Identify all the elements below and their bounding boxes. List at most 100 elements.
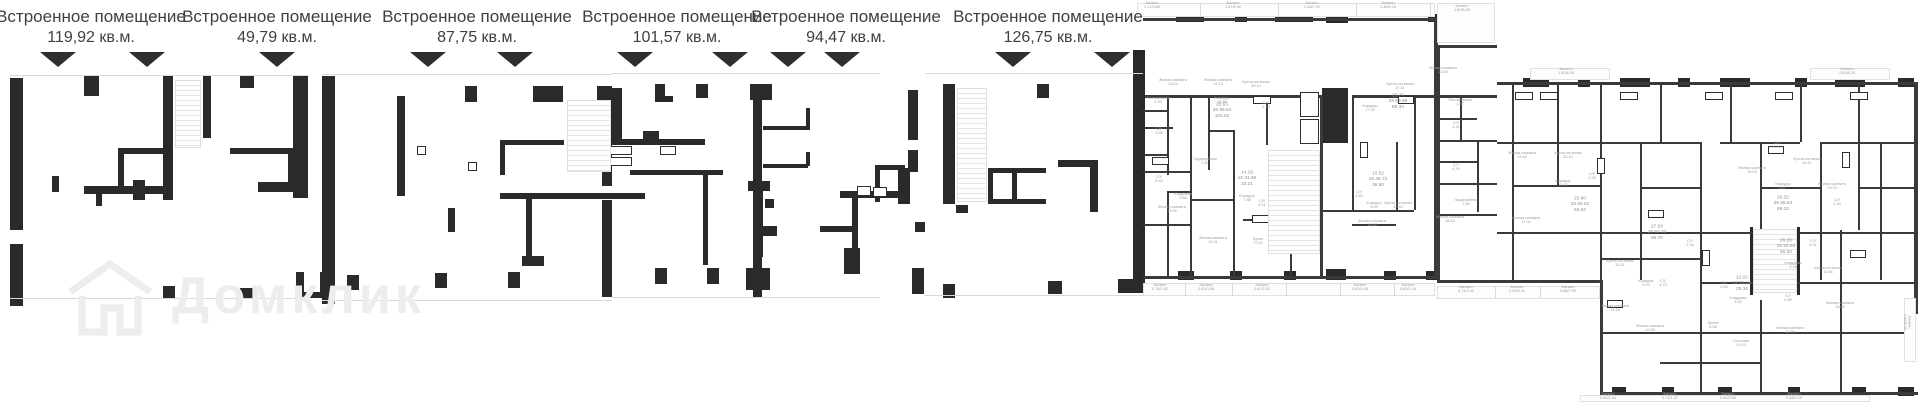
premise-marker-icon[interactable] bbox=[712, 52, 748, 67]
premise-marker-icon[interactable] bbox=[770, 52, 806, 67]
guide-line bbox=[612, 297, 880, 298]
wall-segment bbox=[1612, 387, 1626, 396]
premise-marker-icon[interactable] bbox=[617, 52, 653, 67]
wall-segment bbox=[230, 148, 296, 154]
partition-wall bbox=[1143, 127, 1173, 129]
wall-segment bbox=[522, 256, 544, 266]
partition-wall bbox=[1477, 142, 1479, 212]
premise-title: Встроенное помещение bbox=[582, 7, 772, 26]
premise-marker-icon[interactable] bbox=[995, 52, 1031, 67]
partition-wall bbox=[1720, 142, 1800, 144]
fixture-box bbox=[1768, 146, 1784, 154]
wall-segment bbox=[118, 148, 124, 192]
stairs-hatch bbox=[175, 80, 201, 148]
partition-wall bbox=[1760, 142, 1762, 230]
wall-segment bbox=[1718, 387, 1732, 396]
partition-wall bbox=[1460, 95, 1462, 140]
partition-wall bbox=[1437, 214, 1497, 216]
guide-line bbox=[10, 298, 308, 299]
wall-segment bbox=[763, 164, 808, 168]
partition-wall bbox=[1396, 142, 1398, 210]
premise-marker-icon[interactable] bbox=[129, 52, 165, 67]
wall-segment bbox=[1178, 271, 1194, 280]
partition-wall bbox=[1497, 142, 1600, 144]
wall-segment bbox=[347, 275, 359, 290]
premise-marker-icon[interactable] bbox=[824, 52, 860, 67]
wall-segment bbox=[765, 199, 774, 208]
wall-segment bbox=[500, 193, 645, 199]
wall-segment bbox=[465, 86, 477, 102]
premise-area: 87,75 кв.м. bbox=[437, 28, 517, 46]
guide-line bbox=[1200, 3, 1201, 17]
partition-wall bbox=[1143, 110, 1169, 112]
wall-segment bbox=[293, 76, 308, 198]
guide-line bbox=[1185, 283, 1186, 296]
balcony-outline bbox=[1437, 286, 1600, 299]
partition-wall bbox=[1512, 85, 1514, 280]
guide-line bbox=[925, 73, 1143, 74]
guide-line bbox=[322, 74, 612, 75]
partition-wall bbox=[1730, 85, 1732, 142]
guide-line bbox=[1340, 283, 1341, 296]
guide-line bbox=[612, 73, 880, 74]
fixture-box bbox=[1775, 92, 1793, 100]
fixture-box bbox=[610, 146, 632, 155]
wall-segment bbox=[118, 148, 168, 154]
wall-segment bbox=[1118, 279, 1133, 293]
wall-segment bbox=[943, 84, 955, 204]
premise-area: 126,75 кв.м. bbox=[1003, 28, 1093, 46]
partition-wall bbox=[1352, 224, 1396, 226]
premise-marker-icon[interactable] bbox=[259, 52, 295, 67]
partition-wall bbox=[1800, 232, 1914, 234]
partition-wall bbox=[1640, 187, 1700, 189]
balcony-outline bbox=[1530, 68, 1610, 80]
partition-wall bbox=[1762, 187, 1820, 189]
premise-marker-icon[interactable] bbox=[40, 52, 76, 67]
partition-wall bbox=[1660, 85, 1662, 142]
premise-marker-icon[interactable] bbox=[410, 52, 446, 67]
fixture-box bbox=[1540, 92, 1558, 100]
partition-wall bbox=[1762, 332, 1914, 334]
wall-segment bbox=[763, 226, 777, 236]
wall-segment bbox=[643, 131, 659, 139]
wall-segment bbox=[163, 76, 173, 200]
premise-area: 49,79 кв.м. bbox=[237, 28, 317, 46]
premise-title: Встроенное помещение bbox=[751, 7, 941, 26]
wall-segment bbox=[10, 78, 23, 230]
premise-marker-icon[interactable] bbox=[1094, 52, 1130, 67]
wall-segment bbox=[912, 268, 924, 294]
wall-segment bbox=[526, 199, 532, 259]
premise-area: 119,92 кв.м. bbox=[47, 28, 135, 46]
wall-segment bbox=[707, 268, 719, 284]
premise-marker-icon[interactable] bbox=[497, 52, 533, 67]
